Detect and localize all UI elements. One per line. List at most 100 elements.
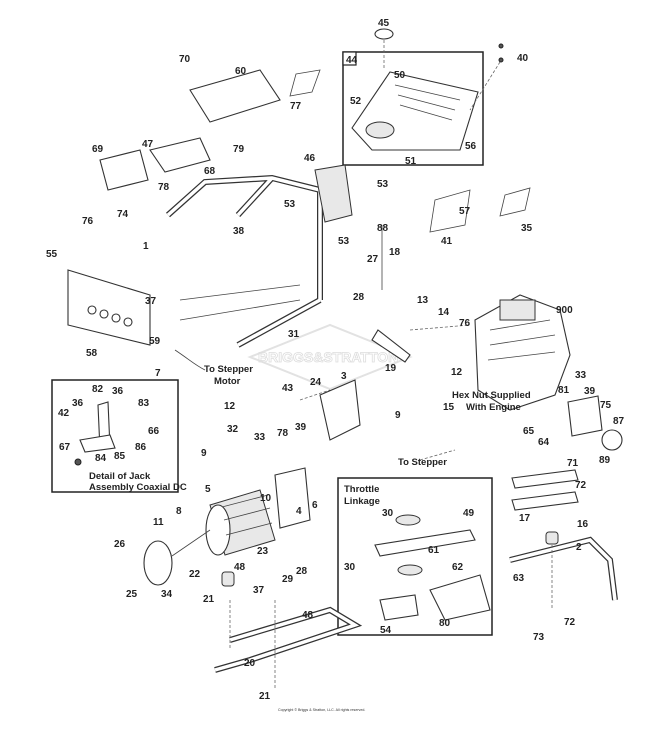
part-label-54: 54: [380, 625, 392, 636]
part-label-33: 33: [254, 432, 266, 443]
throttle-caption-2: Linkage: [344, 496, 380, 507]
part-label-51: 51: [405, 156, 417, 167]
part-label-3: 3: [341, 371, 347, 382]
part-label-28: 28: [296, 566, 308, 577]
box-44-tag: [342, 51, 357, 66]
svg-text:BRIGGS&STRATTON: BRIGGS&STRATTON: [258, 349, 398, 365]
part-label-33: 33: [575, 370, 587, 381]
part-label-72: 72: [564, 617, 576, 628]
part-label-45: 45: [378, 18, 390, 29]
part-label-8: 8: [176, 506, 182, 517]
watermark-logo: BRIGGS&STRATTON: [247, 323, 413, 391]
part-label-53: 53: [338, 236, 350, 247]
note-to-stepper-motor-2: Motor: [214, 376, 241, 387]
control-panel: [67, 269, 151, 346]
part-label-82: 82: [92, 384, 104, 395]
part-label-32: 32: [227, 424, 239, 435]
part-label-87: 87: [613, 416, 625, 427]
part-label-14: 14: [438, 307, 450, 318]
air-filter: [567, 395, 603, 437]
part-label-30: 30: [382, 508, 394, 519]
part-label-76: 76: [82, 216, 94, 227]
part-label-37: 37: [145, 296, 157, 307]
part-label-36: 36: [72, 398, 84, 409]
part-label-12: 12: [224, 401, 236, 412]
copyright-notice: Copyright © Briggs & Stratton, LLC. All …: [278, 708, 365, 712]
receptacle-box: [99, 149, 149, 191]
part-label-86: 86: [135, 442, 147, 453]
part-label-75: 75: [600, 400, 612, 411]
part-label-78: 78: [158, 182, 170, 193]
panel-cover: [189, 69, 281, 123]
part-label-77: 77: [290, 101, 302, 112]
part-label-49: 49: [463, 508, 475, 519]
part-label-900: 900: [556, 305, 573, 316]
part-label-26: 26: [114, 539, 126, 550]
note-to-stepper: To Stepper: [398, 457, 447, 468]
jack-detail-caption-2: Assembly Coaxial DC: [89, 482, 187, 493]
part-label-9: 9: [201, 448, 207, 459]
part-label-50: 50: [394, 70, 406, 81]
part-label-74: 74: [117, 209, 129, 220]
part-label-15: 15: [443, 402, 455, 413]
part-label-84: 84: [95, 453, 107, 464]
part-label-76: 76: [459, 318, 471, 329]
part-label-43: 43: [282, 383, 294, 394]
part-label-27: 27: [367, 254, 379, 265]
part-label-83: 83: [138, 398, 150, 409]
part-label-4: 4: [296, 506, 302, 517]
throttle-caption-1: Throttle: [344, 484, 379, 495]
part-label-55: 55: [46, 249, 58, 260]
part-label-29: 29: [282, 574, 294, 585]
part-label-9: 9: [395, 410, 401, 421]
part-label-1: 1: [143, 241, 149, 252]
part-label-70: 70: [179, 54, 191, 65]
part-label-11: 11: [153, 517, 164, 528]
part-label-22: 22: [189, 569, 201, 580]
part-label-39: 39: [584, 386, 596, 397]
part-label-73: 73: [533, 632, 545, 643]
part-label-35: 35: [521, 223, 533, 234]
part-label-67: 67: [59, 442, 71, 453]
part-label-48: 48: [234, 562, 246, 573]
part-label-44: 44: [346, 55, 358, 66]
part-label-60: 60: [235, 66, 247, 77]
frame: [166, 174, 323, 348]
part-label-28: 28: [353, 292, 365, 303]
part-label-25: 25: [126, 589, 138, 600]
part-label-89: 89: [599, 455, 611, 466]
part-label-56: 56: [465, 141, 477, 152]
part-label-58: 58: [86, 348, 98, 359]
part-label-61: 61: [428, 545, 440, 556]
part-label-85: 85: [114, 451, 126, 462]
throttle-linkage-box: [337, 477, 493, 636]
part-label-24: 24: [310, 377, 322, 388]
fuel-tank: [351, 71, 479, 151]
part-label-18: 18: [389, 247, 401, 258]
part-label-78: 78: [277, 428, 289, 439]
part-label-88: 88: [377, 223, 389, 234]
part-label-36: 36: [112, 386, 124, 397]
part-label-41: 41: [441, 236, 453, 247]
fuel-tank-box: [342, 51, 484, 166]
part-label-48: 48: [302, 610, 314, 621]
part-labels: 4540445052565170607747696879465353537874…: [46, 18, 625, 702]
part-label-57: 57: [459, 206, 471, 217]
part-label-53: 53: [284, 199, 296, 210]
part-label-81: 81: [558, 385, 570, 396]
part-label-6: 6: [312, 500, 318, 511]
end-cover: [143, 540, 173, 586]
part-label-53: 53: [377, 179, 389, 190]
jack-detail-box: [51, 379, 179, 493]
part-label-19: 19: [385, 363, 397, 374]
fuel-valve: [314, 164, 353, 223]
part-label-71: 71: [567, 458, 579, 469]
part-label-65: 65: [523, 426, 535, 437]
note-hex-nut-1: Hex Nut Supplied: [452, 390, 531, 401]
part-label-30: 30: [344, 562, 356, 573]
part-label-5: 5: [205, 484, 211, 495]
part-label-62: 62: [452, 562, 464, 573]
part-label-34: 34: [161, 589, 173, 600]
part-label-52: 52: [350, 96, 362, 107]
